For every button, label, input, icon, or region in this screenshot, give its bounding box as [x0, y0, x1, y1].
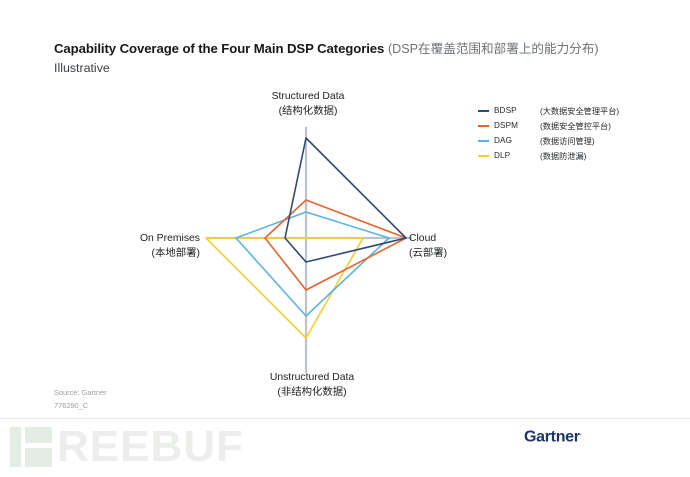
legend-item-dlp[interactable]: DLP (数据防泄漏) [478, 149, 668, 163]
legend-item-bdsp[interactable]: BDSP (大数据安全管理平台) [478, 104, 668, 118]
legend-swatch-dag [478, 139, 489, 142]
freebuf-logo-icon [10, 427, 52, 467]
legend-label-bdsp: BDSP [494, 106, 517, 116]
legend-label-dag-cn: (数据访问管理) [540, 136, 595, 146]
axis-label-unstructured-data-en: Unstructured Data [269, 372, 355, 383]
legend-label-dag: DAG [494, 136, 513, 146]
gartner-logo-text: Gartner [524, 428, 580, 446]
axis-label-on-premises: On Premises (本地部署) [60, 231, 200, 261]
axis-label-cloud: Cloud (云部署) [409, 231, 529, 261]
page-title-cn: (DSP在覆盖范围和部署上的能力分布) [387, 42, 599, 56]
source-doc-id: 776290_C [54, 400, 89, 410]
legend-label-dspm-cn: (数据安全管控平台) [540, 121, 611, 131]
freebuf-logo-bar-bottom [25, 448, 52, 467]
legend-swatch-dlp [478, 154, 489, 157]
freebuf-logo-bar-vertical [10, 427, 21, 467]
radar-series-bdsp[interactable] [284, 137, 407, 263]
freebuf-logo-bar-top [25, 427, 52, 443]
page-title-en: Capability Coverage of the Four Main DSP… [54, 41, 385, 56]
legend-label-dlp-cn: (数据防泄漏) [540, 151, 587, 161]
axis-label-on-premises-cn: (本地部署) [151, 248, 200, 259]
gartner-logo-reg: . [579, 428, 582, 437]
legend-swatch-dspm [478, 124, 489, 127]
source-note: Source: Gartner 776290_C [54, 387, 107, 412]
gartner-logo: Gartner. [524, 428, 582, 446]
radar-series-dag[interactable] [235, 211, 390, 317]
legend-label-dlp: DLP [494, 151, 511, 161]
page-title: Capability Coverage of the Four Main DSP… [54, 40, 654, 58]
legend-swatch-bdsp [478, 109, 489, 112]
radar-chart-svg [205, 127, 412, 373]
legend-item-dspm[interactable]: DSPM (数据安全管控平台) [478, 119, 668, 133]
axis-label-structured-data-cn: (结构化数据) [278, 106, 338, 117]
freebuf-watermark: REEBUF [10, 421, 244, 473]
radar-series-group [205, 137, 407, 339]
axis-label-structured-data: Structured Data (结构化数据) [238, 89, 378, 119]
footer-divider [0, 418, 690, 419]
source-text: Source: Gartner [54, 388, 107, 397]
radar-series-dlp[interactable] [205, 237, 364, 339]
page-subtitle: Illustrative [54, 61, 110, 75]
axis-label-on-premises-en: On Premises [139, 233, 200, 244]
radar-chart [110, 85, 440, 395]
radar-axes [206, 127, 412, 373]
radar-series-dspm[interactable] [264, 199, 407, 291]
chart-legend: BDSP (大数据安全管理平台) DSPM (数据安全管控平台) DAG (数据… [478, 104, 668, 164]
axis-label-unstructured-data: Unstructured Data (非结构化数据) [232, 370, 392, 400]
axis-label-unstructured-data-cn: (非结构化数据) [277, 387, 347, 398]
legend-label-dspm: DSPM [494, 121, 519, 131]
axis-label-cloud-en: Cloud [409, 233, 437, 244]
header: Capability Coverage of the Four Main DSP… [54, 40, 654, 76]
axis-label-cloud-cn: (云部署) [409, 248, 448, 259]
legend-label-bdsp-cn: (大数据安全管理平台) [540, 106, 620, 116]
legend-item-dag[interactable]: DAG (数据访问管理) [478, 134, 668, 148]
freebuf-watermark-text: REEBUF [57, 422, 244, 471]
axis-label-structured-data-en: Structured Data [271, 91, 345, 102]
